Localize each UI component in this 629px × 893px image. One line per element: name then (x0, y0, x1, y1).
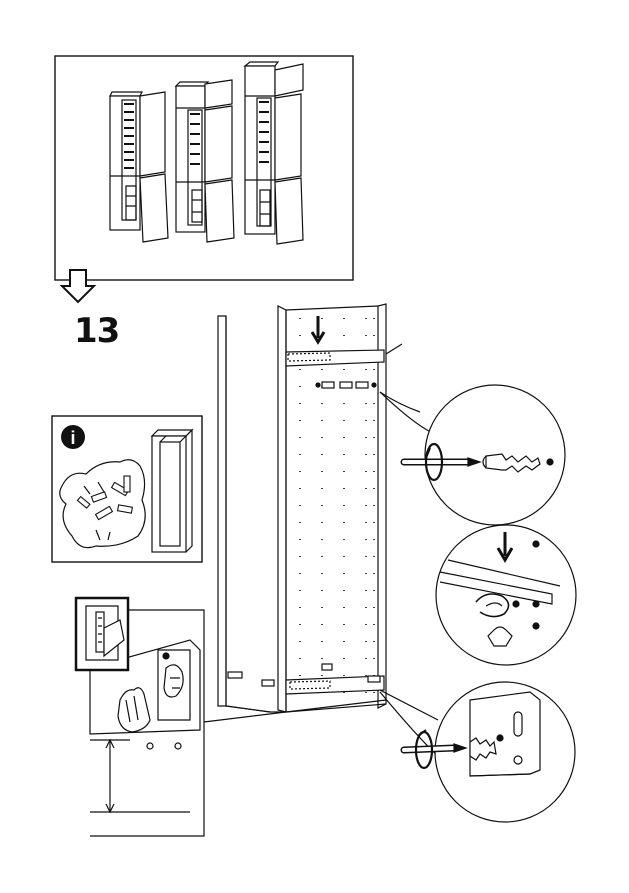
info-panel: i (52, 416, 202, 562)
info-letter: i (70, 428, 75, 448)
parts-bag (60, 460, 145, 548)
detail-circle-shelf (436, 525, 576, 665)
fridge-variant-2 (176, 80, 234, 242)
tall-cabinet (152, 430, 192, 552)
fridge-variant-1 (110, 92, 168, 242)
detail-circle-bracket (404, 682, 575, 822)
down-arrow-icon (62, 270, 94, 302)
main-cabinet (204, 304, 442, 760)
fridge-variant-3 (245, 62, 303, 244)
detail-circle-dowel (404, 385, 565, 525)
detail-bracket-hand (76, 598, 204, 836)
step-number: 13 (74, 314, 119, 348)
overview-panel (55, 56, 353, 280)
